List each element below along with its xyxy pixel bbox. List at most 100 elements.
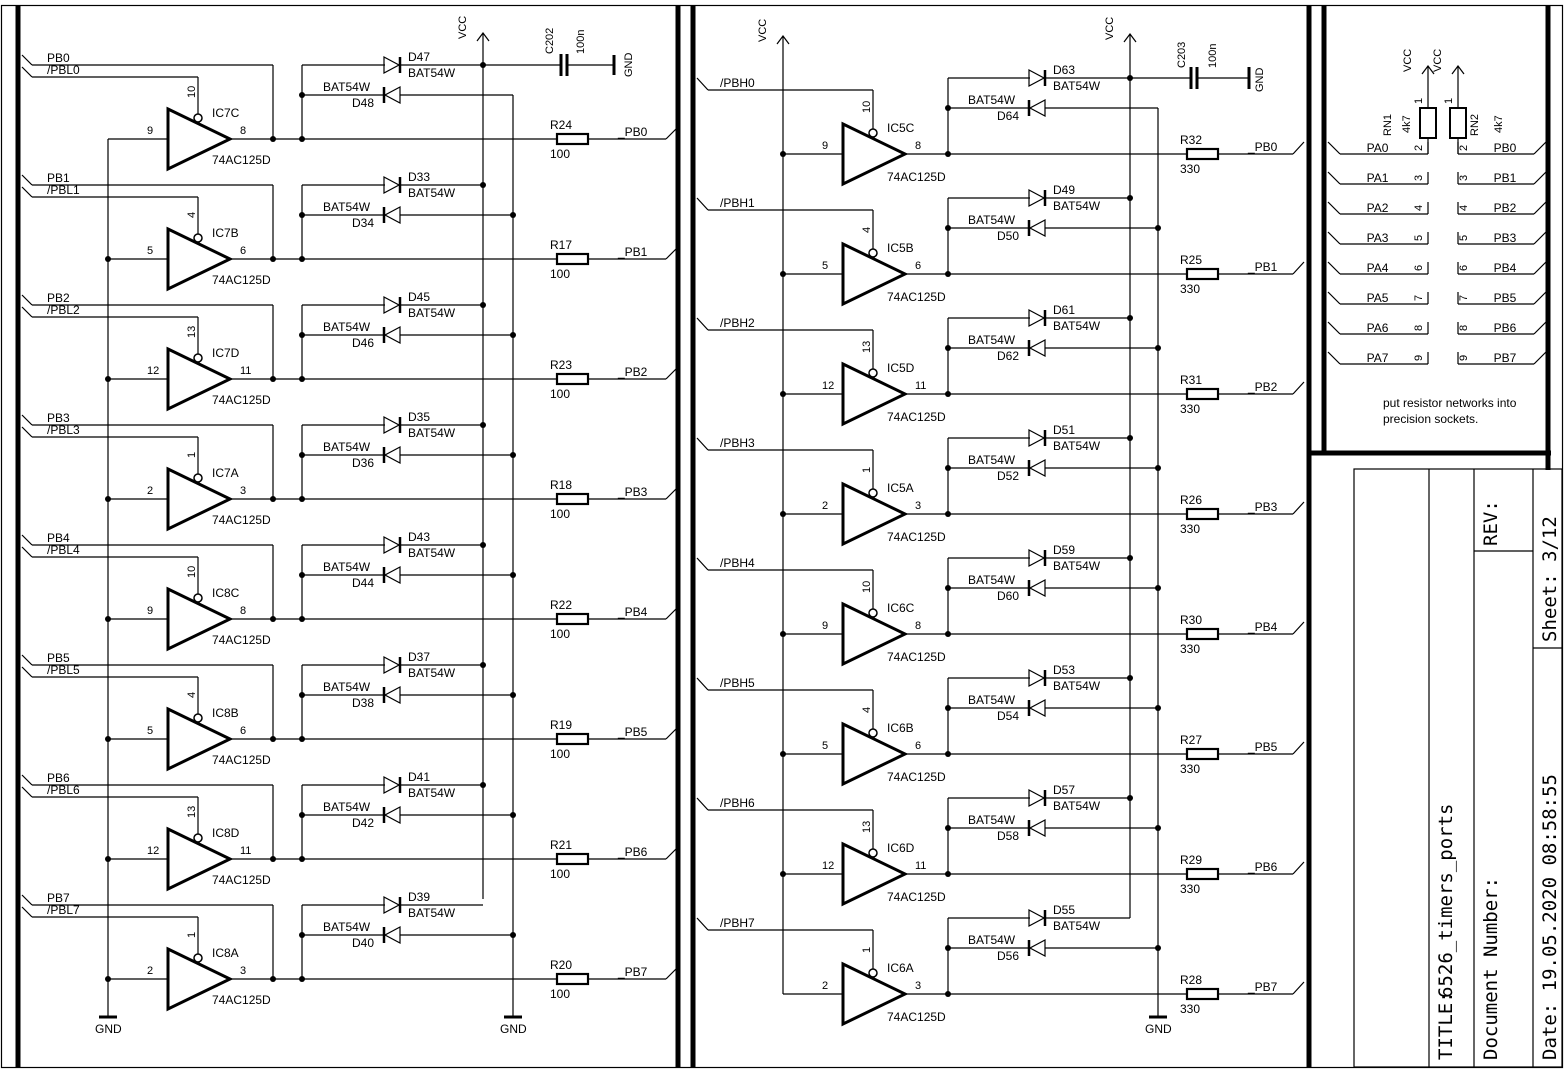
resistor-network-value: 4k7 (1493, 115, 1505, 133)
pin-number: 3 (240, 965, 246, 977)
diode-icon (382, 566, 401, 584)
bus-entry (1292, 981, 1305, 995)
title-label: TITLE: (1435, 991, 1457, 1060)
pin-number: 4 (861, 707, 873, 713)
diode-name: D55 (1053, 903, 1075, 917)
junction-dot (105, 256, 111, 262)
pin-number: 2 (1458, 145, 1470, 151)
pin-number: 13 (186, 326, 198, 338)
junction-dot (480, 182, 486, 188)
resistor-name: R29 (1180, 853, 1202, 867)
diode-triangle (383, 806, 401, 824)
bus-entry (21, 306, 33, 318)
vcc-symbol: VCC (457, 16, 490, 42)
buffer-triangle-icon (841, 121, 909, 187)
ic-name: IC8C (212, 586, 240, 600)
junction-dot (480, 662, 486, 668)
diode-part: BAT54W (1053, 679, 1101, 693)
net-label: _PB3 (1247, 500, 1278, 514)
resistor-network-name: RN1 (1382, 114, 1394, 136)
pin-number: 8 (1413, 325, 1425, 331)
net-label: _PB1 (1486, 171, 1517, 185)
resistor-value: 100 (550, 867, 570, 881)
junction-dot (105, 496, 111, 502)
buffer-channel: PB4/PBL4910IC8C874AC125DD43BAT54WBAT54WD… (21, 530, 677, 652)
net-label: /PBH4 (720, 556, 755, 570)
net-label: _PB5 (617, 725, 648, 739)
net-label: /PBH3 (720, 436, 755, 450)
diode-triangle (1028, 699, 1046, 717)
diode-icon (382, 926, 401, 944)
net-label: _PA6 (1359, 321, 1389, 335)
diode-part: BAT54W (1053, 559, 1101, 573)
resistor-icon (555, 372, 590, 386)
bus-entry (665, 128, 677, 140)
pin-number: 5 (147, 245, 153, 257)
ic-name: IC6A (887, 961, 914, 975)
diode-name: D51 (1053, 423, 1075, 437)
resistor-value: 330 (1180, 162, 1200, 176)
pin-number: 8 (915, 140, 921, 152)
bus-entry (665, 968, 677, 980)
net-label: _PA2 (1359, 201, 1389, 215)
net-label: _PB6 (1247, 860, 1278, 874)
vcc-symbol: VCC (1432, 49, 1465, 75)
resistor-icon (1185, 267, 1220, 281)
pin-number: 1 (861, 947, 873, 953)
net-label: _PA4 (1359, 261, 1389, 275)
buffer-triangle-icon (166, 946, 234, 1012)
pin-number: 13 (861, 821, 873, 833)
ic-name: IC6B (887, 721, 914, 735)
diode-part: BAT54W (323, 560, 371, 574)
net-label: _PB2 (1247, 380, 1278, 394)
diode-part: BAT54W (323, 200, 371, 214)
resistor-value: 330 (1180, 762, 1200, 776)
pin-number: 5 (147, 725, 153, 737)
diode-icon (383, 656, 402, 674)
junction-dot (105, 376, 111, 382)
resistor-name: R32 (1180, 133, 1202, 147)
pin-number: 3 (1458, 175, 1470, 181)
diode-name: D38 (352, 696, 374, 710)
buffer-triangle-icon (841, 361, 909, 427)
pin-number: 1 (1413, 98, 1425, 104)
diode-part: BAT54W (968, 93, 1016, 107)
date-label: Date: 19.05.2020 08:58:55 (1539, 774, 1561, 1060)
buffer-channel: /PBH321IC5A374AC125DD51BAT54WBAT54WD52R2… (696, 423, 1305, 547)
bus-entry (1292, 261, 1305, 275)
bus-entry (696, 197, 709, 211)
net-label: PB3 (47, 411, 70, 425)
bus-entry (1533, 351, 1547, 365)
net-label: /PBL6 (47, 783, 80, 797)
sheet-frame (0, 4, 1564, 1069)
pin-number: 10 (186, 566, 198, 578)
diode-part: BAT54W (968, 933, 1016, 947)
diode-part: BAT54W (408, 426, 456, 440)
note-text: precision sockets. (1383, 412, 1478, 426)
pin-number: 4 (1413, 205, 1425, 211)
net-label: PB1 (47, 171, 70, 185)
buffer-triangle-icon (166, 466, 234, 532)
gnd-label: GND (1145, 1022, 1172, 1036)
resistor-name: R28 (1180, 973, 1202, 987)
pin-number: 7 (1413, 295, 1425, 301)
buffer-channel: /PBH0910IC5C874AC125DD63BAT54WBAT54WD64R… (696, 63, 1305, 187)
diode-triangle (1028, 99, 1046, 117)
diode-part: BAT54W (1053, 199, 1101, 213)
junction-dot (105, 736, 111, 742)
resistor-value: 100 (550, 747, 570, 761)
diode-triangle (383, 206, 401, 224)
diode-icon (1028, 429, 1047, 447)
buffer-triangle-icon (166, 826, 234, 892)
junction-dot (1155, 945, 1161, 951)
diode-part: BAT54W (968, 573, 1016, 587)
gnd-label: GND (1254, 68, 1266, 93)
resistor-name: R26 (1180, 493, 1202, 507)
bus-entry (696, 77, 709, 91)
diode-triangle (1028, 69, 1046, 87)
pin-number: 9 (822, 140, 828, 152)
gnd-symbol: GND (95, 1015, 122, 1036)
diode-part: BAT54W (408, 906, 456, 920)
resistor-name: R17 (550, 238, 572, 252)
